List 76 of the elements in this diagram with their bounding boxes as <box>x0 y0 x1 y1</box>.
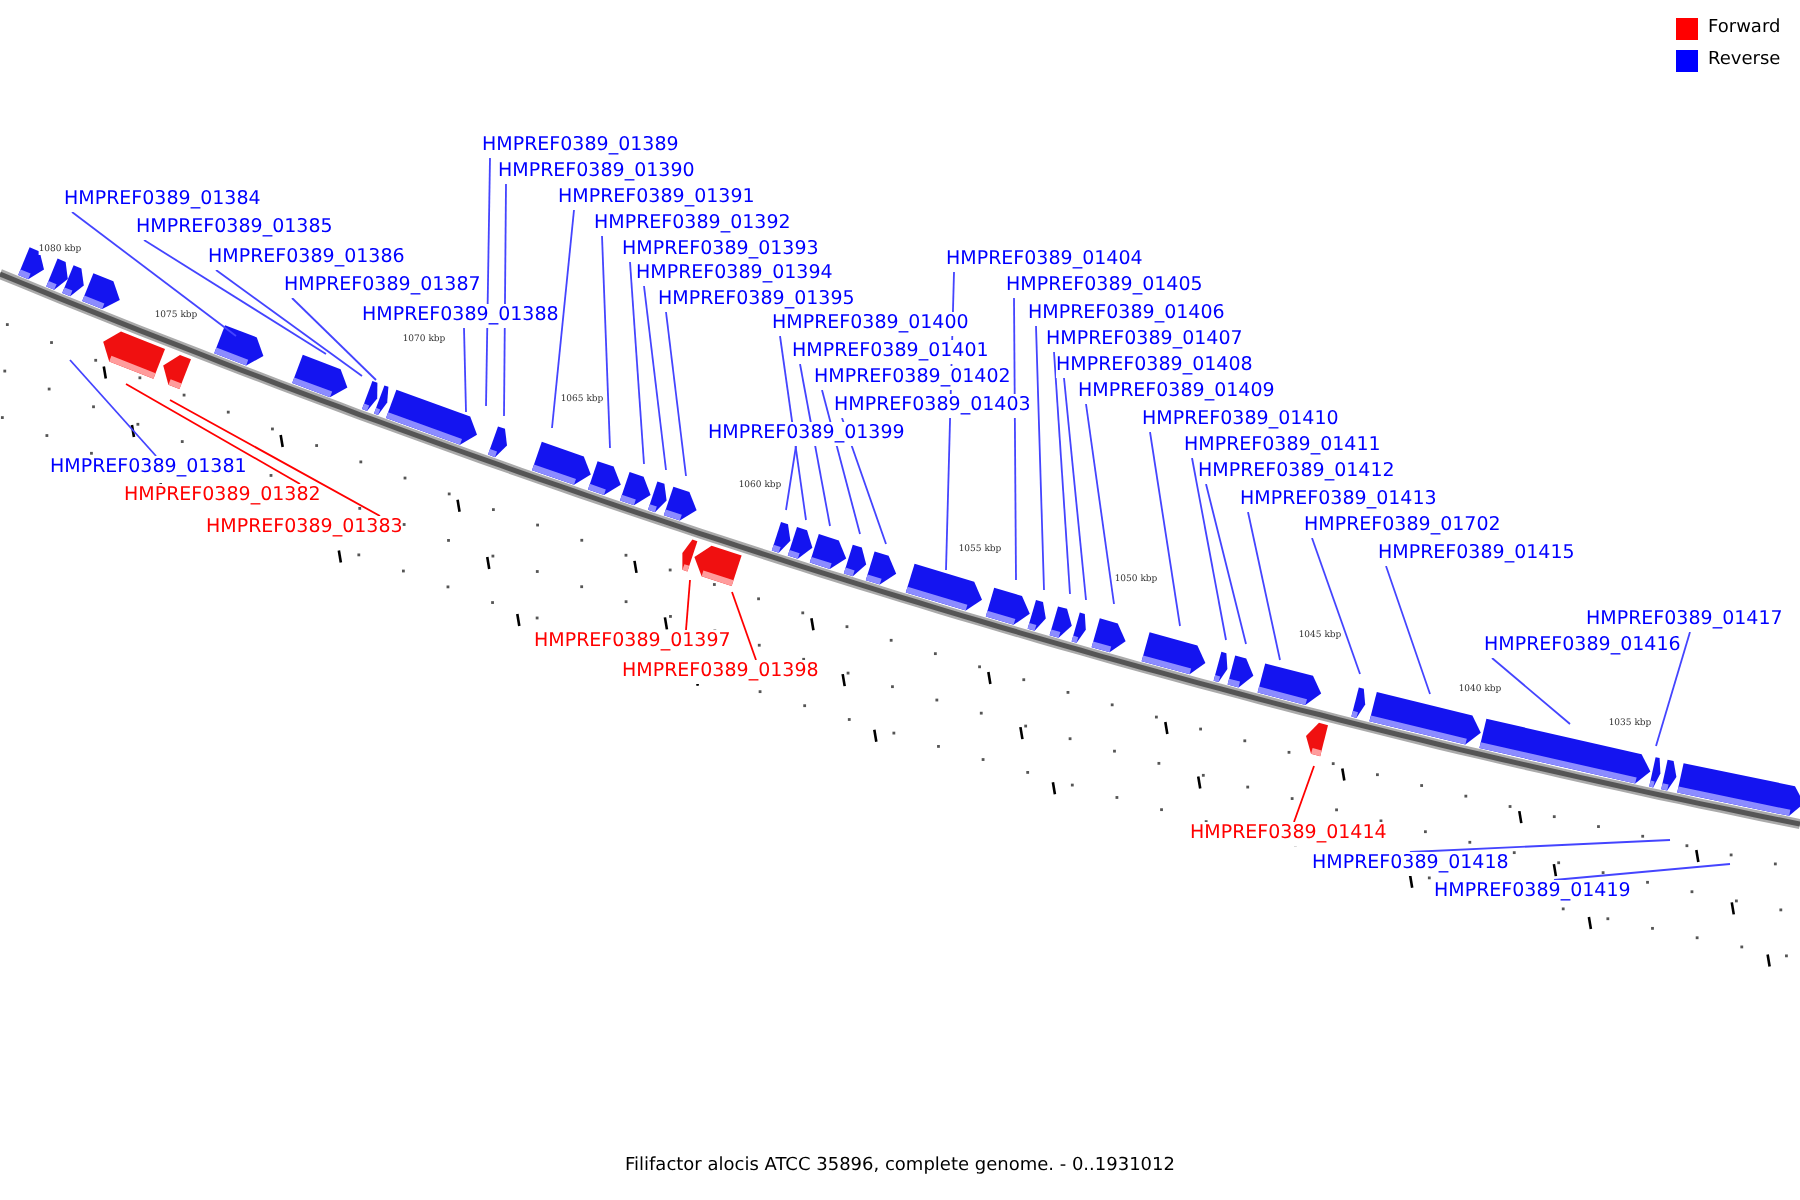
leader-line <box>1553 863 1731 881</box>
gene-label: HMPREF0389_01381 <box>50 456 247 480</box>
gene-label: HMPREF0389_01418 <box>1312 852 1509 876</box>
leader-line <box>1385 565 1431 695</box>
gene-label: HMPREF0389_01414 <box>1190 822 1387 846</box>
gene-label: HMPREF0389_01412 <box>1198 460 1395 484</box>
gene-label: HMPREF0389_01390 <box>498 160 695 184</box>
leader-line <box>643 285 667 471</box>
gene-label: HMPREF0389_01407 <box>1046 328 1243 352</box>
leader-line <box>69 359 157 457</box>
gene-label: HMPREF0389_01386 <box>208 246 405 270</box>
gene-label: HMPREF0389_01394 <box>636 262 833 286</box>
leader-line <box>731 591 757 661</box>
gene-label: HMPREF0389_01393 <box>622 238 819 262</box>
gene-label: HMPREF0389_01408 <box>1056 354 1253 378</box>
leader-line <box>1247 511 1281 661</box>
gene-label: HMPREF0389_01415 <box>1378 542 1575 566</box>
leader-line <box>169 399 381 517</box>
gene-label: HMPREF0389_01416 <box>1484 634 1681 658</box>
gene-label: HMPREF0389_01384 <box>64 188 261 212</box>
leader-line <box>1491 657 1571 725</box>
gene-label: HMPREF0389_01410 <box>1142 408 1339 432</box>
gene-label: HMPREF0389_01411 <box>1184 434 1381 458</box>
gene-label: HMPREF0389_01391 <box>558 186 755 210</box>
leader-line <box>291 297 377 381</box>
gene-label: HMPREF0389_01392 <box>594 212 791 236</box>
leader-line <box>71 211 237 337</box>
gene-label: HMPREF0389_01702 <box>1304 514 1501 538</box>
leader-line <box>1013 297 1017 581</box>
gene-label: HMPREF0389_01398 <box>622 660 819 684</box>
gene-label: HMPREF0389_01400 <box>772 312 969 336</box>
leader-line <box>1149 431 1181 627</box>
gene-label: HMPREF0389_01401 <box>792 340 989 364</box>
leader-line <box>551 209 575 429</box>
gene-label: HMPREF0389_01399 <box>708 422 905 446</box>
leader-line <box>125 383 301 485</box>
leader-line <box>503 183 507 417</box>
leader-line <box>785 445 797 511</box>
legend-label: Forward <box>1708 18 1781 40</box>
leader-line <box>1063 377 1087 601</box>
leader-line <box>629 261 645 465</box>
gene-label: HMPREF0389_01395 <box>658 288 855 312</box>
gene-label: HMPREF0389_01402 <box>814 366 1011 390</box>
gene-label: HMPREF0389_01403 <box>834 394 1031 418</box>
gene-label: HMPREF0389_01387 <box>284 274 481 298</box>
gene-label: HMPREF0389_01417 <box>1586 608 1783 632</box>
gene-label: HMPREF0389_01388 <box>362 304 559 328</box>
gene-label: HMPREF0389_01404 <box>946 248 1143 272</box>
leader-line <box>665 311 687 477</box>
gene-label: HMPREF0389_01383 <box>206 516 403 540</box>
gene-label: HMPREF0389_01405 <box>1006 274 1203 298</box>
gene-label: HMPREF0389_01419 <box>1434 880 1631 904</box>
gene-label: HMPREF0389_01389 <box>482 134 679 158</box>
caption: Filifactor alocis ATCC 35896, complete genome. - 0..1931012 <box>624 1156 1175 1176</box>
leader-line <box>601 235 611 449</box>
leader-line <box>1085 403 1115 605</box>
gene-label: HMPREF0389_01406 <box>1028 302 1225 326</box>
leader-line <box>1311 537 1361 675</box>
gene-label: HMPREF0389_01382 <box>124 484 321 508</box>
gene-label: HMPREF0389_01385 <box>136 216 333 240</box>
gene-label: HMPREF0389_01397 <box>534 630 731 654</box>
leader-line <box>1409 839 1671 853</box>
leader-line <box>215 269 363 377</box>
leader-line <box>685 579 691 631</box>
leader-line <box>143 239 327 355</box>
leader-line <box>1293 765 1315 823</box>
gene-label: HMPREF0389_01413 <box>1240 488 1437 512</box>
leader-line <box>1053 351 1071 595</box>
legend-label: Reverse <box>1708 50 1781 72</box>
leader-line <box>1035 325 1045 591</box>
gene-label: HMPREF0389_01409 <box>1078 380 1275 404</box>
leader-line <box>1191 457 1227 641</box>
leader-line <box>1205 483 1247 645</box>
leader-line <box>485 157 491 407</box>
leader-line <box>463 327 467 413</box>
leader-line <box>1655 631 1691 747</box>
